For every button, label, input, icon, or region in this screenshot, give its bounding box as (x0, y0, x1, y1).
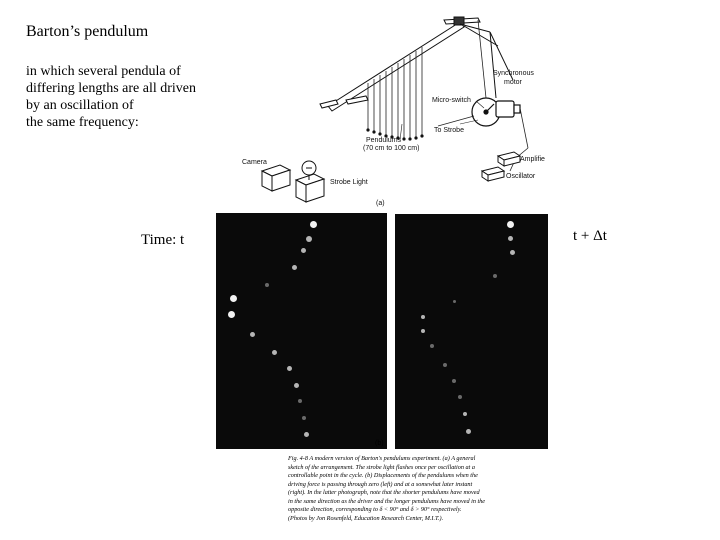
pendulum-bob-image (306, 236, 312, 242)
caption-line: in the same direction as the driver and … (288, 497, 486, 505)
pendulum-bob-image (463, 412, 467, 416)
label-amplifier: Amplifie (520, 156, 545, 163)
pendulum-bob-image (228, 311, 235, 318)
pendulum-bob-image (510, 250, 515, 255)
slide-title: Barton’s pendulum (26, 23, 149, 40)
motor-wheel (471, 97, 521, 127)
pendulum-bob-image (507, 221, 514, 228)
caption-line: (right). In the latter photograph, note … (288, 489, 480, 496)
amplifier-box (496, 151, 522, 167)
photo-time-t-plus-dt (395, 214, 548, 449)
caption-line: opposite direction, corresponding to δ <… (288, 506, 462, 513)
upper-frame (459, 23, 514, 99)
photo-time-t (216, 213, 387, 449)
description-line: by an oscillation of (26, 98, 134, 113)
label-synchronous: Synchronous (493, 70, 534, 77)
pendulum-bob-image (452, 379, 456, 383)
pendulum-bob-image (301, 248, 306, 253)
pendulum-bob-image (294, 383, 299, 388)
description-line: the same frequency: (26, 115, 139, 130)
pendulum-bob-image (421, 315, 425, 319)
pendulum-bob-image (250, 332, 255, 337)
label-pendulums: Pendulums (366, 137, 402, 144)
pendulum-bob-image (298, 399, 302, 403)
pendulum-bobs (366, 128, 424, 141)
lower-support (345, 95, 369, 105)
label-to-strobe: To Strobe (434, 127, 464, 134)
label-oscillator: Oscillator (506, 173, 536, 180)
apparatus-diagram: Synchronous motor Micro-switch To Strobe… (242, 16, 545, 207)
caption-line: (Photos by Jon Rosenfeld, Education Rese… (288, 514, 444, 522)
pendulum-bob-image (421, 329, 425, 333)
pendulum-bob-image (458, 395, 462, 399)
caption-line: sketch of the arrangement. The strobe li… (288, 463, 475, 471)
caption-line: Fig. 4-8 A modern version of Barton's pe… (288, 455, 476, 462)
pendulum-strings (367, 47, 423, 139)
photo-part-label: (b) (375, 440, 384, 447)
strobe-light-icon (294, 160, 326, 203)
pendulum-bob-image (287, 366, 292, 371)
description-line: differing lengths are all driven (26, 81, 197, 96)
pendulum-bob-image (466, 429, 471, 434)
pendulum-bob-image (265, 283, 269, 287)
caption-line: driving force is passing through zero (l… (288, 480, 473, 488)
time-label-left: Time: t (141, 232, 185, 248)
label-micro-switch: Micro-switch (432, 97, 471, 104)
pendulum-bob-image (508, 236, 513, 241)
pendulum-bob-image (453, 300, 456, 303)
pendulum-bob-image (302, 416, 306, 420)
time-label-right: t + Δt (573, 228, 607, 244)
label-motor: motor (504, 79, 523, 86)
label-camera: Camera (242, 159, 267, 166)
camera-icon (260, 164, 292, 192)
caption-line: controllable point in the cycle. (b) Dis… (288, 472, 478, 479)
oscillator-box (480, 166, 506, 182)
description-line: in which several pendula of (26, 64, 181, 79)
label-strobe-light: Strobe Light (330, 179, 368, 186)
figure-caption: Fig. 4-8 A modern version of Barton's pe… (288, 455, 558, 523)
label-pendulum-range: (70 cm to 100 cm) (363, 145, 419, 152)
slide-description: in which several pendula of differing le… (26, 63, 196, 131)
pendulum-bob-image (230, 295, 237, 302)
pendulum-bob-image (310, 221, 317, 228)
pendulum-bob-image (304, 432, 309, 437)
driver-beam (319, 16, 481, 112)
pendulum-bob-image (430, 344, 434, 348)
pendulum-bob-image (443, 363, 447, 367)
pendulum-bob-image (493, 274, 497, 278)
pendulum-bob-image (272, 350, 277, 355)
wires (437, 19, 529, 172)
pendulum-bob-image (292, 265, 297, 270)
label-part-a: (a) (376, 200, 385, 207)
